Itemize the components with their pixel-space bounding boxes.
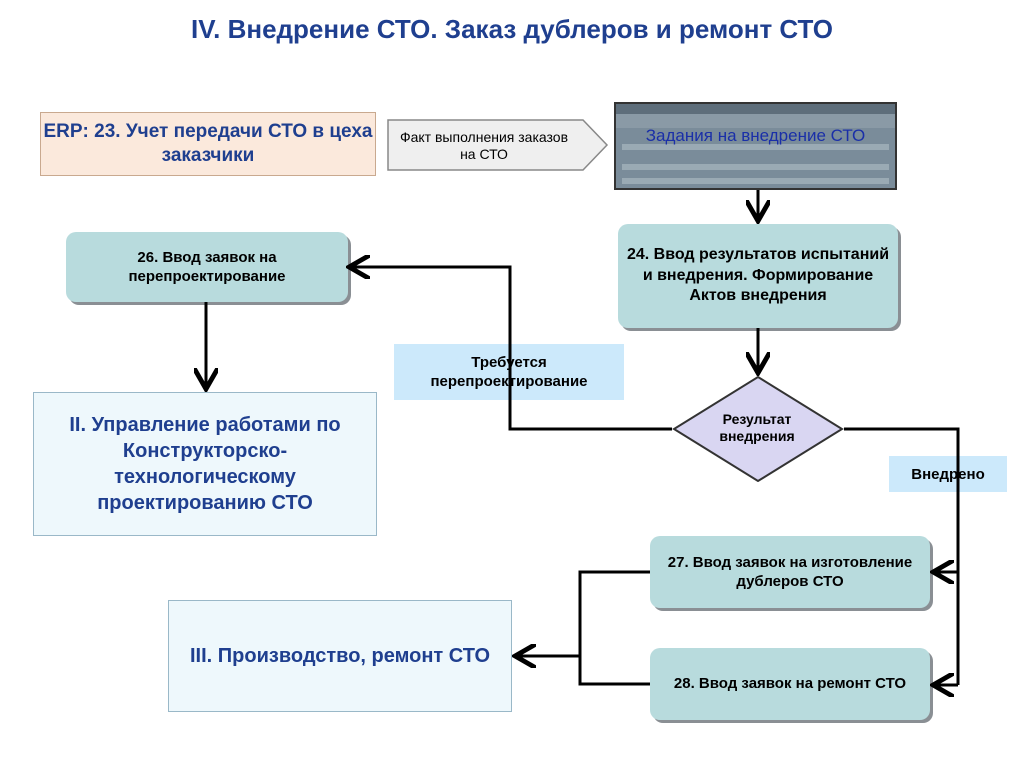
fact-arrow-label: Факт выполнения заказов на СТО [399, 128, 569, 163]
line-decision-right [844, 427, 960, 685]
step-28-box: 28. Ввод заявок на ремонт СТО [650, 648, 930, 720]
decision-diamond [672, 376, 844, 482]
erp-box: ERP: 23. Учет передачи СТО в цеха заказч… [40, 112, 376, 176]
decision-label: Результат внедрения [719, 410, 795, 445]
section-2-box: II. Управление работами по Конструкторск… [33, 392, 377, 536]
screenshot-box [614, 102, 897, 190]
section-3-box: III. Производство, ремонт СТО [168, 600, 512, 712]
line-27-left [578, 570, 650, 686]
step-24-box: 24. Ввод результатов испытаний и внедрен… [618, 224, 898, 328]
step-26-box: 26. Ввод заявок на перепроектирование [66, 232, 348, 302]
step-27-box: 27. Ввод заявок на изготовление дублеров… [650, 536, 930, 608]
implemented-label: Внедрено [889, 456, 1007, 492]
fact-arrow-shape [387, 119, 609, 171]
page-title: IV. Внедрение СТО. Заказ дублеров и ремо… [190, 14, 834, 44]
screenshot-box-label: Задания на внедрение СТО [645, 126, 866, 145]
arrow-decision-to-26 [352, 267, 672, 431]
